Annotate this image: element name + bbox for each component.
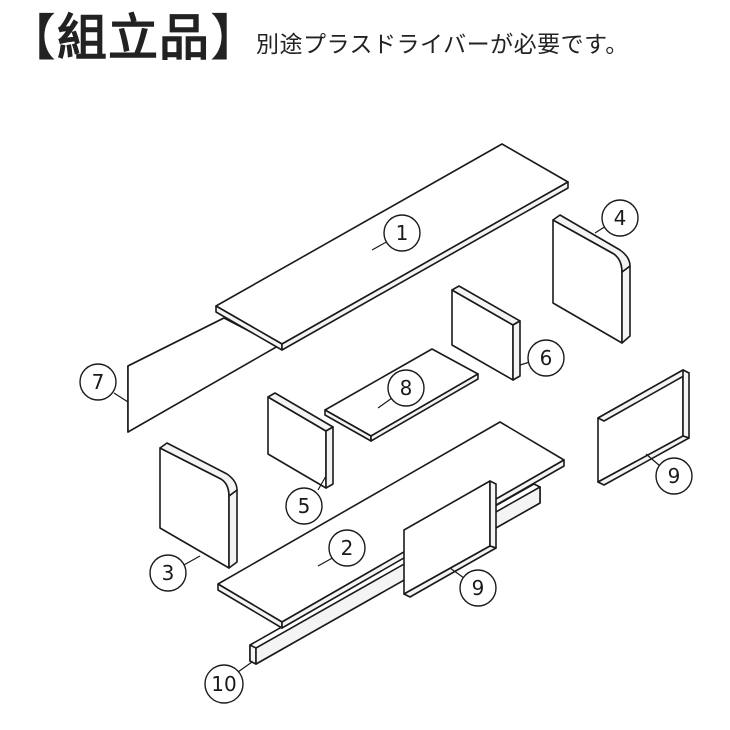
callout-7-label: 7 bbox=[92, 370, 105, 394]
bracket-open: 【 bbox=[6, 9, 57, 67]
part-9-door-center bbox=[403, 480, 497, 598]
part-9-door-right bbox=[597, 369, 690, 486]
part-5-partition bbox=[267, 392, 334, 489]
page-title: 【組立品】 bbox=[6, 8, 261, 68]
callout-10-label: 10 bbox=[211, 672, 236, 696]
part-7-back-panel bbox=[127, 317, 279, 433]
title-text: 組立品 bbox=[57, 9, 210, 67]
callout-9-center-label: 9 bbox=[472, 576, 485, 600]
callout-3: 3 bbox=[149, 554, 201, 592]
callout-9-center: 9 bbox=[449, 567, 497, 607]
part-4-side-panel bbox=[552, 214, 631, 344]
callout-6-label: 6 bbox=[540, 346, 553, 370]
screwdriver-note: 別途プラスドライバーが必要です。 bbox=[256, 32, 629, 58]
callout-5: 5 bbox=[285, 475, 327, 525]
callout-6: 6 bbox=[519, 339, 565, 377]
callout-8: 8 bbox=[377, 369, 425, 409]
callout-3-label: 3 bbox=[162, 561, 175, 585]
callout-1: 1 bbox=[371, 214, 421, 252]
part-3-side-panel bbox=[159, 442, 238, 569]
callout-8-label: 8 bbox=[400, 376, 413, 400]
callout-2: 2 bbox=[317, 529, 366, 567]
bracket-close: 】 bbox=[210, 9, 261, 67]
callout-5-label: 5 bbox=[298, 494, 311, 518]
part-6-partition bbox=[451, 285, 521, 381]
header: 【組立品】 別途プラスドライバーが必要です。 bbox=[6, 2, 726, 78]
callout-7: 7 bbox=[79, 363, 129, 403]
callout-2-label: 2 bbox=[341, 536, 354, 560]
callout-9-right: 9 bbox=[645, 453, 693, 495]
callout-4: 4 bbox=[594, 199, 639, 237]
callout-4-label: 4 bbox=[614, 206, 627, 230]
callout-10: 10 bbox=[204, 661, 253, 704]
callout-9-right-label: 9 bbox=[668, 464, 681, 488]
callout-1-label: 1 bbox=[396, 221, 409, 245]
